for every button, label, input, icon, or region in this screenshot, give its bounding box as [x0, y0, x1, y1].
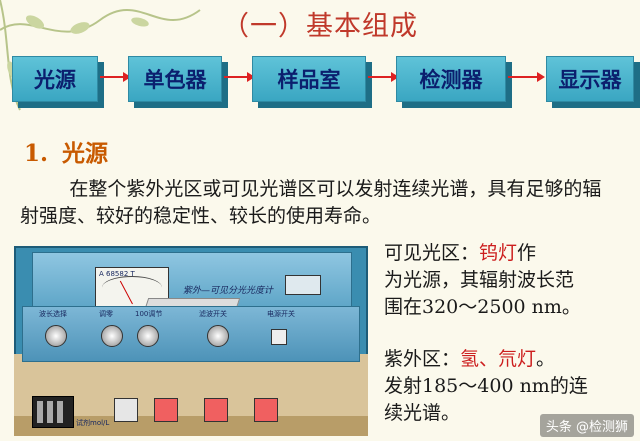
flow-box-monochromator: 单色器	[128, 56, 222, 102]
zero-label: 调零	[99, 310, 113, 318]
zero-knob	[101, 325, 123, 347]
power-switch-label: 电源开关	[267, 310, 295, 318]
meter-arc	[102, 276, 162, 299]
slide-title: （一）基本组成	[222, 11, 418, 42]
instrument-front-panel: 波长选择 调零 100调节 滤波开关 电源开关	[22, 306, 360, 362]
visible-prefix: 可见光区：	[384, 242, 480, 264]
cuvette-blank	[114, 398, 138, 422]
flow-arrow	[508, 72, 545, 82]
flow-arrow	[224, 72, 255, 82]
uv-line1-end: 。	[536, 348, 556, 370]
cuvette-tag: 试剂mol/L	[76, 419, 110, 427]
flow-box-sample-chamber: 样品室	[252, 56, 366, 102]
bench-front	[14, 416, 368, 436]
adjust-label: 100调节	[135, 310, 163, 318]
visible-line3: 围在320～2500 nm。	[384, 296, 581, 318]
visible-line1-end: 作	[517, 242, 537, 264]
meter-gauge: A 68582 T	[95, 267, 169, 307]
filter-knob	[207, 325, 229, 347]
flow-arrow	[368, 72, 399, 82]
adjust-knob	[137, 325, 159, 347]
instrument-brand: 紫外—可见分光光度计	[183, 286, 274, 296]
power-switch	[271, 329, 287, 345]
section-number: 1.	[24, 140, 49, 167]
uv-region-text: 紫外区：氢、氘灯。 发射185～400 nm的连 续光谱。	[384, 346, 634, 427]
section-heading: 1. 光源	[24, 134, 108, 168]
spectrophotometer-image: A 68582 T 紫外—可见分光光度计 波长选择 调零 100调节 滤波开关 …	[14, 246, 368, 436]
uv-lamps: 氢、氘灯	[460, 348, 537, 370]
visible-line2: 为光源，其辐射波长范	[384, 269, 575, 291]
wavelength-label: 波长选择	[39, 310, 67, 318]
flow-box-display: 显示器	[546, 56, 634, 102]
visible-lamp: 钨灯	[479, 242, 518, 264]
cuvette-sample	[254, 398, 278, 422]
uv-prefix: 紫外区：	[384, 348, 461, 370]
visible-region-text: 可见光区：钨灯作 为光源，其辐射波长范 围在320～2500 nm。	[384, 240, 634, 321]
watermark: 头条 @检测狮	[539, 414, 634, 437]
section-heading-text: 光源	[62, 140, 109, 167]
meter-text: A 68582 T	[99, 270, 135, 278]
uv-line3: 续光谱。	[384, 402, 461, 424]
flow-box-light-source: 光源	[12, 56, 98, 102]
top-switch-panel	[285, 275, 321, 295]
intro-paragraph: 在整个紫外光区或可见光谱区可以发射连续光谱，具有足够的辐射强度、较好的稳定性、较…	[20, 178, 602, 227]
filter-switch-label: 滤波开关	[199, 310, 227, 318]
cuvette-sample	[204, 398, 228, 422]
flow-arrow	[100, 72, 131, 82]
cuvette-sample	[154, 398, 178, 422]
flow-box-detector: 检测器	[396, 56, 506, 102]
wavelength-knob	[45, 325, 67, 347]
cuvette-rack	[32, 396, 74, 428]
uv-line2: 发射185～400 nm的连	[384, 375, 588, 397]
